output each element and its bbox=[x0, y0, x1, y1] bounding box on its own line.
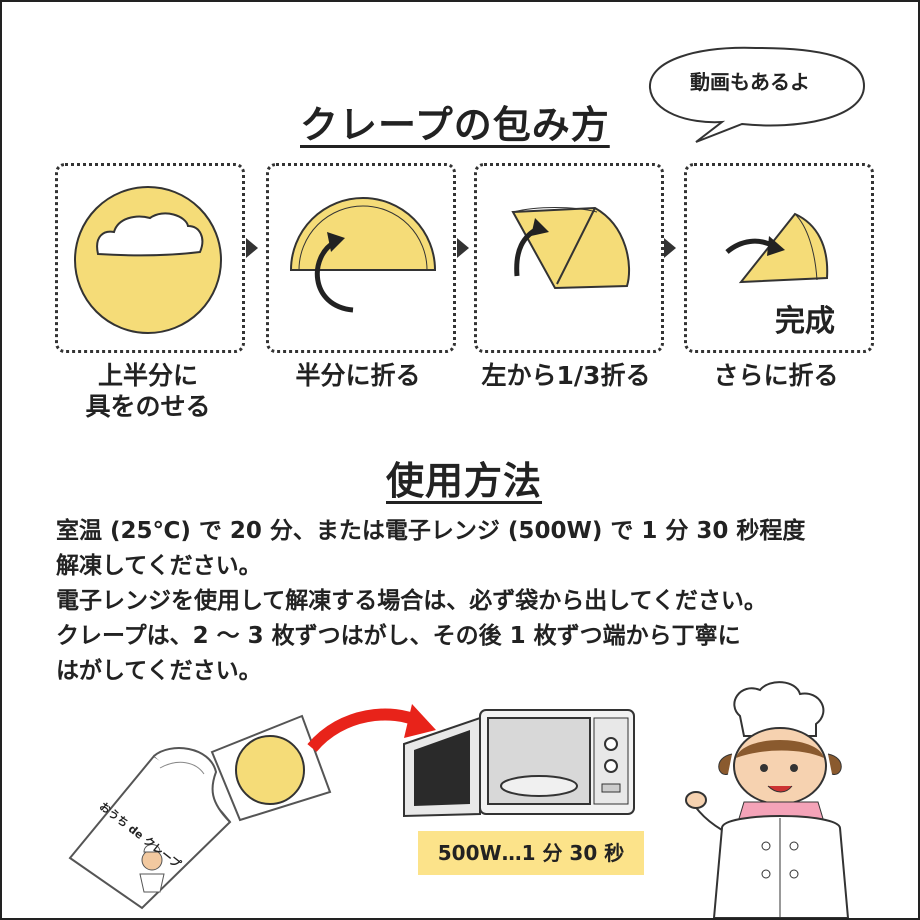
next-arrow-icon bbox=[246, 238, 258, 258]
step-label-2: 半分に折る bbox=[248, 360, 468, 391]
crepe-topping-illustration bbox=[74, 186, 222, 334]
red-arrow-icon bbox=[307, 704, 436, 753]
microwave-illustration bbox=[403, 709, 635, 818]
step-panel-3 bbox=[474, 163, 664, 353]
chef-girl-illustration bbox=[685, 681, 850, 918]
page-title: クレープの包み方 bbox=[300, 103, 610, 147]
crepe-final-fold-illustration bbox=[725, 212, 829, 284]
bubble-text: 動画もあるよ bbox=[690, 70, 810, 94]
step-label-4-line-1: さらに折る bbox=[713, 361, 839, 390]
speech-bubble bbox=[648, 46, 866, 143]
instruction-line-1: 室温 (25℃) で 20 分、または電子レンジ (500W) で 1 分 30… bbox=[56, 518, 806, 544]
step-panel-1 bbox=[55, 163, 245, 353]
instruction-line-2: 解凍してください。 bbox=[56, 553, 262, 579]
crepe-half-fold-illustration bbox=[289, 197, 437, 313]
next-arrow-icon bbox=[664, 238, 676, 258]
step-label-3: 左から1/3折る bbox=[456, 360, 676, 391]
step-label-2-line-1: 半分に折る bbox=[295, 361, 421, 390]
instruction-line-4: クレープは、2 ～ 3 枚ずつはがし、その後 1 枚ずつ端から丁寧に bbox=[56, 623, 741, 649]
instruction-line-5: はがしてください。 bbox=[56, 658, 262, 684]
step-label-3-line-1: 左から1/3折る bbox=[481, 361, 651, 390]
crepe-bag-illustration bbox=[68, 747, 232, 910]
usage-instructions: 室温 (25℃) で 20 分、または電子レンジ (500W) で 1 分 30… bbox=[56, 514, 896, 689]
complete-badge: 完成 bbox=[775, 304, 835, 339]
crepe-sheet-illustration bbox=[210, 714, 332, 822]
next-arrow-icon bbox=[457, 238, 469, 258]
crepe-third-fold-illustration bbox=[511, 206, 631, 290]
step-label-1-line-2: 具をのせる bbox=[85, 392, 211, 421]
microwave-time-label: 500W…1 分 30 秒 bbox=[418, 831, 644, 875]
step-label-4: さらに折る bbox=[666, 360, 886, 391]
step-panel-2 bbox=[266, 163, 456, 353]
step-label-1: 上半分に 具をのせる bbox=[38, 360, 258, 422]
step-label-1-line-1: 上半分に bbox=[97, 361, 198, 390]
step-panel-4: 完成 bbox=[684, 163, 874, 353]
usage-title: 使用方法 bbox=[386, 459, 543, 503]
instruction-line-3: 電子レンジを使用して解凍する場合は、必ず袋から出してください。 bbox=[56, 588, 767, 614]
